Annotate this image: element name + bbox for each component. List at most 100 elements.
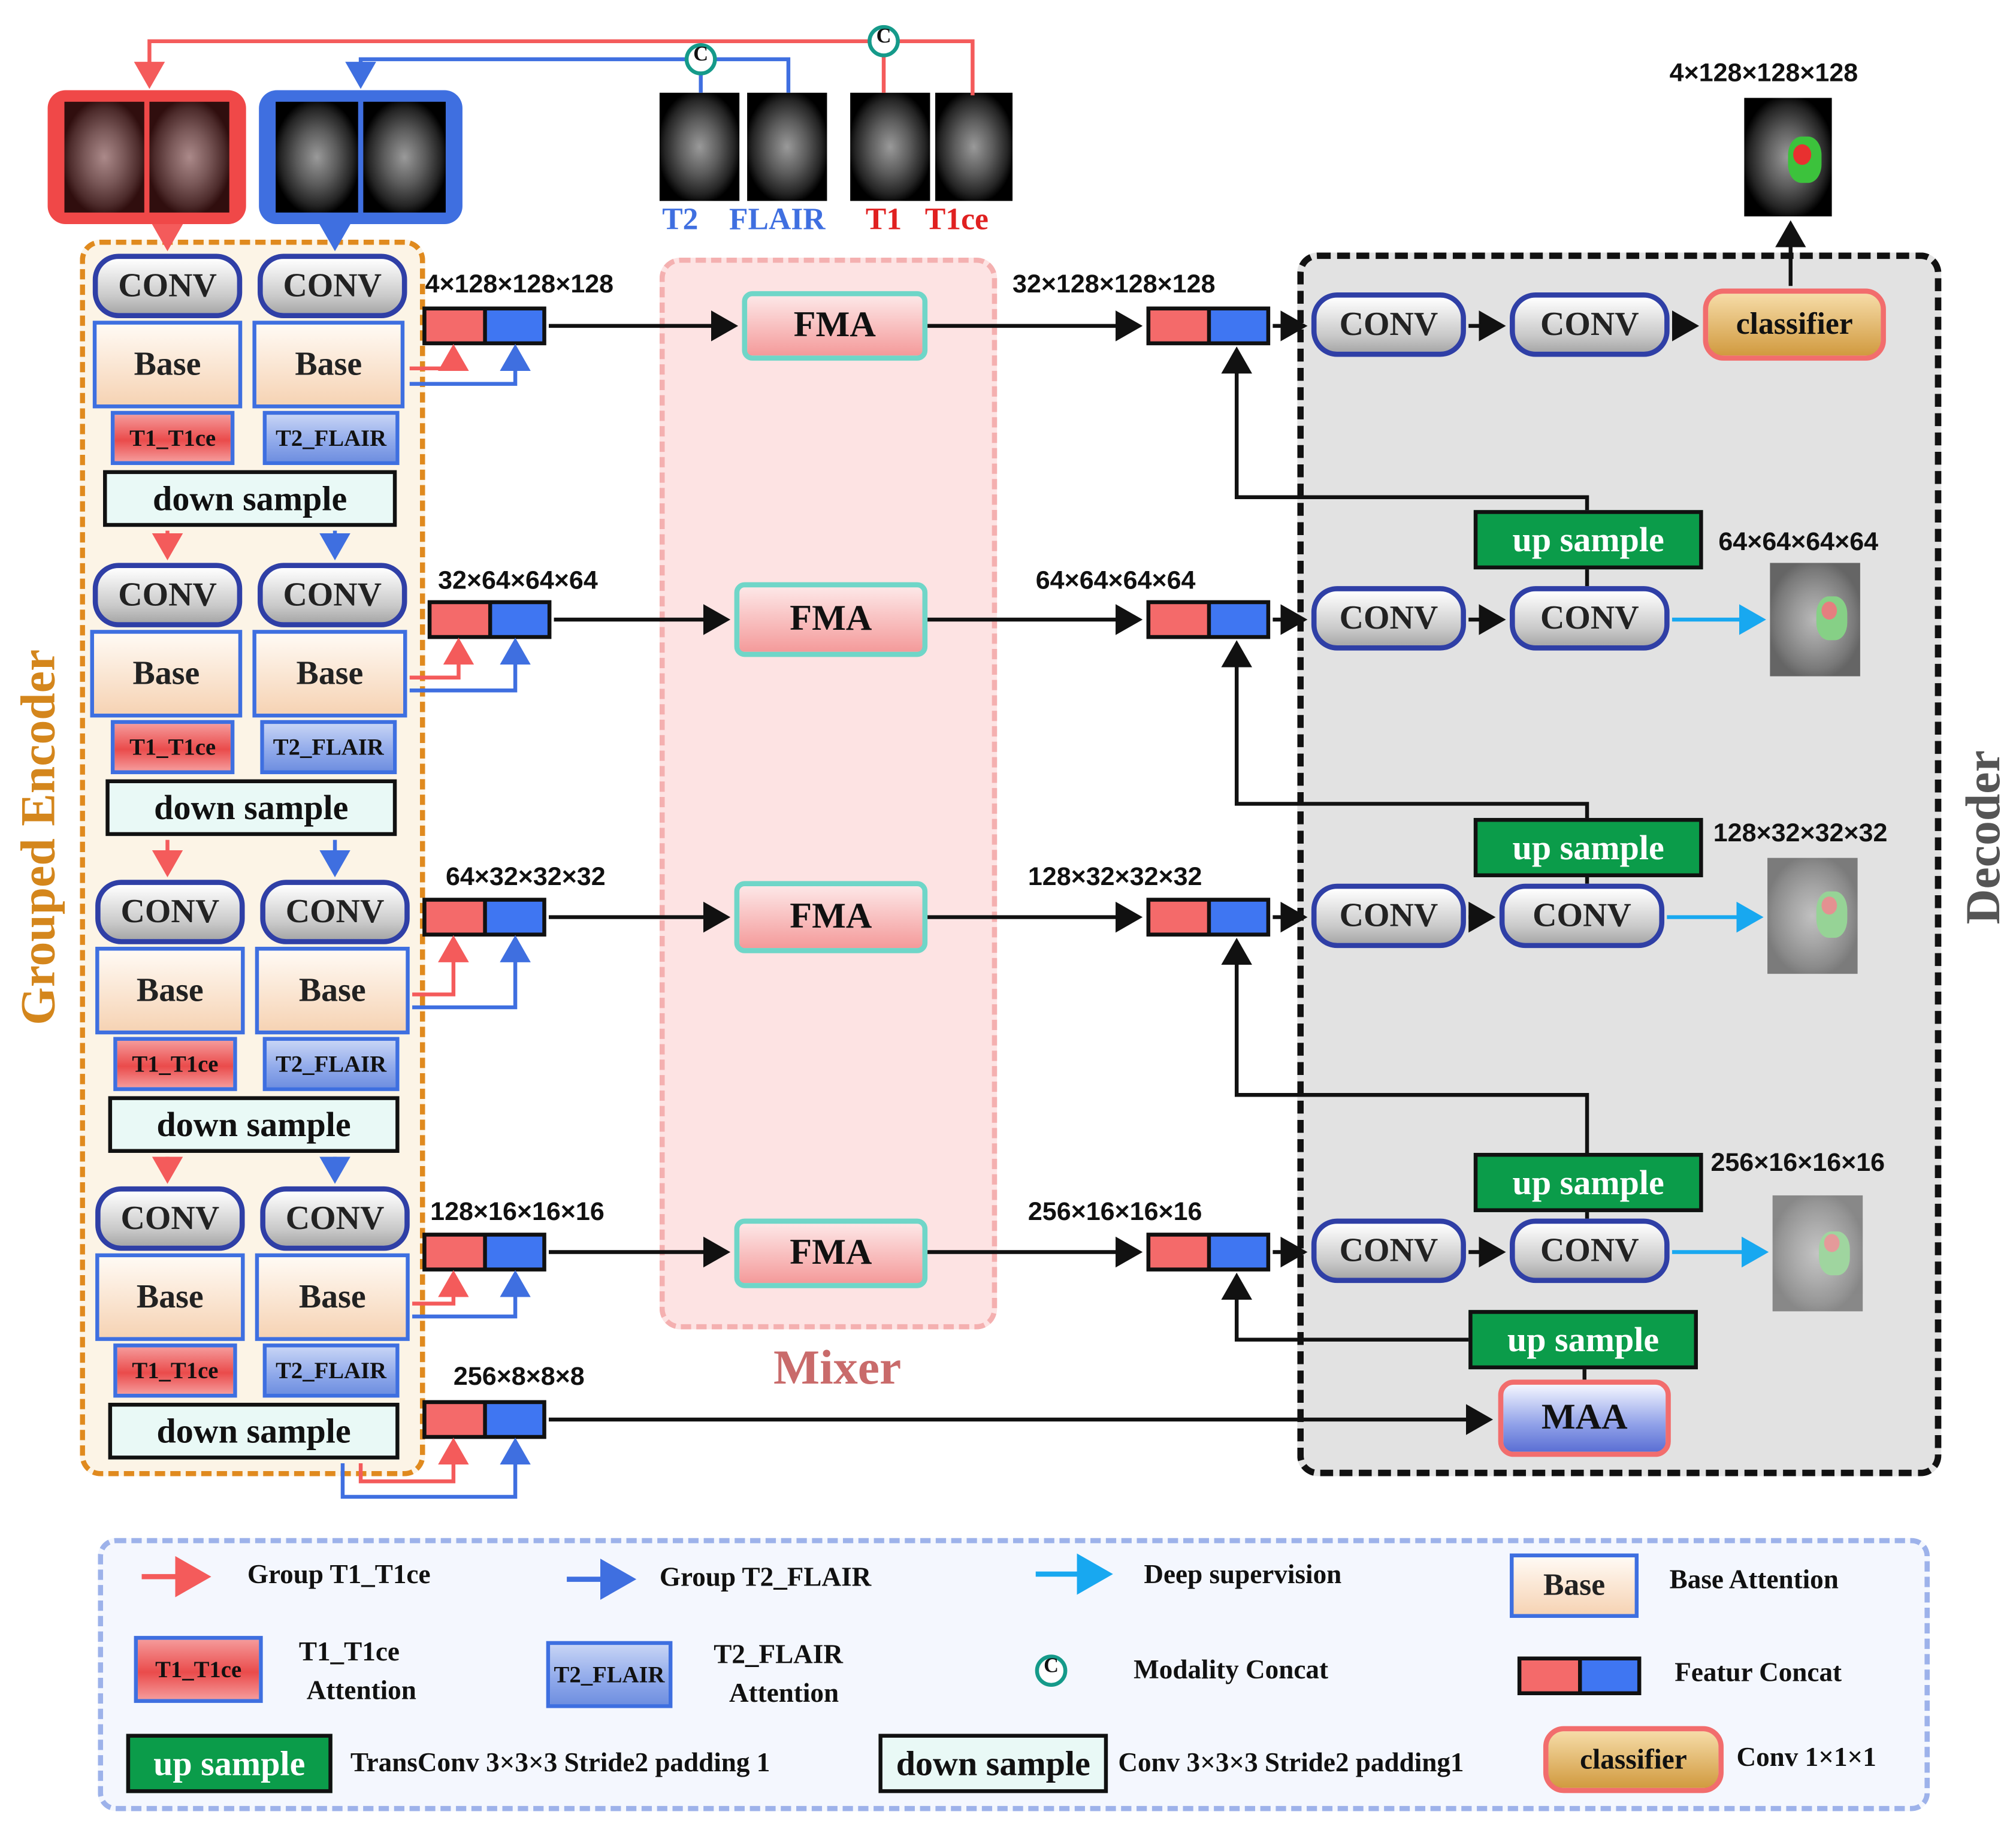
t1-t1ce-attention-l1: T1_T1ce xyxy=(110,410,235,466)
input-group-t2 xyxy=(259,90,463,225)
t2-flair-attention-l3: T2_FLAIR xyxy=(262,1037,400,1091)
up-sample-l5: up sample xyxy=(1468,1310,1698,1370)
legend-up-sample-desc: TransConv 3×3×3 Stride2 padding 1 xyxy=(350,1746,770,1778)
feature-concat-dec-l4 xyxy=(1146,1233,1271,1272)
fma-block-l2: FMA xyxy=(734,582,928,657)
encoder-conv-t2-l3: CONV xyxy=(260,880,410,944)
mri-flair-image xyxy=(747,92,827,201)
feature-concat-enc-l1 xyxy=(422,306,546,346)
deep-sup-output-64 xyxy=(1770,563,1860,677)
encoder-conv-t1-l2: CONV xyxy=(92,563,243,627)
tumor-core-icon xyxy=(1824,1234,1840,1252)
output-dim-label: 4×128×128×128 xyxy=(1669,59,1858,88)
base-attention-t2-l1: Base xyxy=(252,321,405,409)
tumor-mask-icon xyxy=(1819,1231,1850,1276)
dim-label-enc-l4: 128×16×16×16 xyxy=(430,1198,605,1227)
feature-concat-enc-l2 xyxy=(427,600,552,639)
t2-flair-attention-l1: T2_FLAIR xyxy=(262,410,400,466)
deep-sup-dim-64: 64×64×64×64 xyxy=(1718,528,1879,557)
classifier-block: classifier xyxy=(1703,288,1886,361)
mri-slice-icon xyxy=(64,101,144,213)
tumor-core-icon xyxy=(1793,144,1812,165)
legend-t1-desc-line2: Attention xyxy=(306,1674,416,1706)
base-attention-t1-l4: Base xyxy=(95,1253,245,1341)
legend-base-block: Base xyxy=(1510,1553,1639,1618)
decoder-conv-a-l4: CONV xyxy=(1311,1218,1466,1284)
legend-feature-concat-icon xyxy=(1517,1656,1642,1696)
base-attention-t1-l1: Base xyxy=(92,321,243,409)
feature-concat-enc-l5 xyxy=(422,1400,546,1439)
down-sample-l4: down sample xyxy=(108,1403,400,1460)
legend-group-t2-label: Group T2_FLAIR xyxy=(659,1561,872,1593)
deep-sup-dim-128: 128×32×32×32 xyxy=(1713,819,1888,848)
tumor-mask-icon xyxy=(1816,891,1848,938)
modality-concat-icon-label: C xyxy=(876,25,891,48)
up-sample-l4: up sample xyxy=(1473,1152,1703,1212)
legend-t2-attention-block: T2_FLAIR xyxy=(546,1641,673,1708)
base-attention-t1-l2: Base xyxy=(90,630,243,718)
mri-slice-icon xyxy=(363,101,446,213)
mri-t1ce-image xyxy=(935,92,1013,201)
feature-concat-dec-l1 xyxy=(1146,306,1271,346)
decoder-conv-a-l3: CONV xyxy=(1311,883,1466,949)
legend-concat-icon-label: C xyxy=(1044,1655,1059,1677)
mri-slice-icon xyxy=(276,101,358,213)
label-flair: FLAIR xyxy=(729,203,826,237)
encoder-conv-t1-l4: CONV xyxy=(95,1186,245,1251)
dim-label-enc-l2: 32×64×64×64 xyxy=(438,566,598,596)
mri-t1-image xyxy=(850,92,930,201)
feature-concat-enc-l4 xyxy=(422,1233,546,1272)
legend-down-sample-block: down sample xyxy=(878,1734,1108,1793)
feature-concat-enc-l3 xyxy=(422,898,546,937)
tumor-core-icon xyxy=(1821,601,1837,620)
up-sample-l2: up sample xyxy=(1473,510,1703,570)
legend-classifier-block: classifier xyxy=(1543,1726,1724,1793)
mixer-region xyxy=(659,257,998,1330)
legend-down-sample-desc: Conv 3×3×3 Stride2 padding1 xyxy=(1118,1746,1464,1778)
encoder-conv-t1-l3: CONV xyxy=(95,880,245,944)
base-attention-t2-l4: Base xyxy=(255,1253,410,1341)
maa-block: MAA xyxy=(1498,1379,1671,1457)
label-t2: T2 xyxy=(662,203,699,237)
base-attention-t1-l3: Base xyxy=(95,947,245,1035)
label-t1ce: T1ce xyxy=(924,203,989,237)
t1-t1ce-attention-l4: T1_T1ce xyxy=(113,1343,237,1398)
decoder-conv-a-l2: CONV xyxy=(1311,586,1466,651)
encoder-conv-t2-l4: CONV xyxy=(260,1186,410,1251)
dim-label-dec-l4: 256×16×16×16 xyxy=(1027,1198,1202,1227)
feature-concat-dec-l3 xyxy=(1146,898,1271,937)
feature-concat-dec-l2 xyxy=(1146,600,1271,639)
encoder-conv-t2-l2: CONV xyxy=(258,563,407,627)
dim-label-enc-l5: 256×8×8×8 xyxy=(453,1363,585,1391)
legend-mod-concat-desc: Modality Concat xyxy=(1134,1654,1329,1685)
deep-sup-dim-256: 256×16×16×16 xyxy=(1710,1149,1885,1177)
fma-block-l1: FMA xyxy=(742,291,928,361)
legend-concat-icon xyxy=(1035,1654,1068,1687)
down-sample-l1: down sample xyxy=(103,470,397,527)
t1-t1ce-attention-l3: T1_T1ce xyxy=(113,1037,237,1091)
t2-flair-attention-l4: T2_FLAIR xyxy=(262,1343,400,1398)
deep-sup-output-128 xyxy=(1767,857,1858,974)
legend-feature-concat-desc: Featur Concat xyxy=(1675,1656,1842,1688)
dim-label-enc-l3: 64×32×32×32 xyxy=(445,863,606,892)
decoder-conv-b-l2: CONV xyxy=(1510,586,1670,651)
fma-block-l3: FMA xyxy=(734,881,928,953)
decoder-conv-b-l3: CONV xyxy=(1499,883,1665,949)
modality-concat-icon xyxy=(684,25,900,76)
t2-flair-attention-l2: T2_FLAIR xyxy=(260,720,397,774)
legend-up-sample-block: up sample xyxy=(126,1734,333,1793)
decoder-conv-a-l1: CONV xyxy=(1311,292,1466,357)
legend-classifier-desc: Conv 1×1×1 xyxy=(1736,1741,1876,1772)
encoder-conv-t1-l1: CONV xyxy=(92,253,243,318)
decoder-conv-b-l4: CONV xyxy=(1510,1218,1670,1284)
modality-routing-red xyxy=(134,39,975,96)
fma-block-l4: FMA xyxy=(734,1218,928,1288)
tumor-core-icon xyxy=(1821,896,1837,915)
up-sample-l3: up sample xyxy=(1473,818,1703,877)
deep-sup-output-256 xyxy=(1772,1195,1863,1312)
decoder-conv-b-l1: CONV xyxy=(1510,292,1670,357)
output-segmentation-image xyxy=(1744,98,1832,217)
modality-concat-icon-label: C xyxy=(693,44,709,66)
t1-t1ce-attention-l2: T1_T1ce xyxy=(110,720,235,774)
